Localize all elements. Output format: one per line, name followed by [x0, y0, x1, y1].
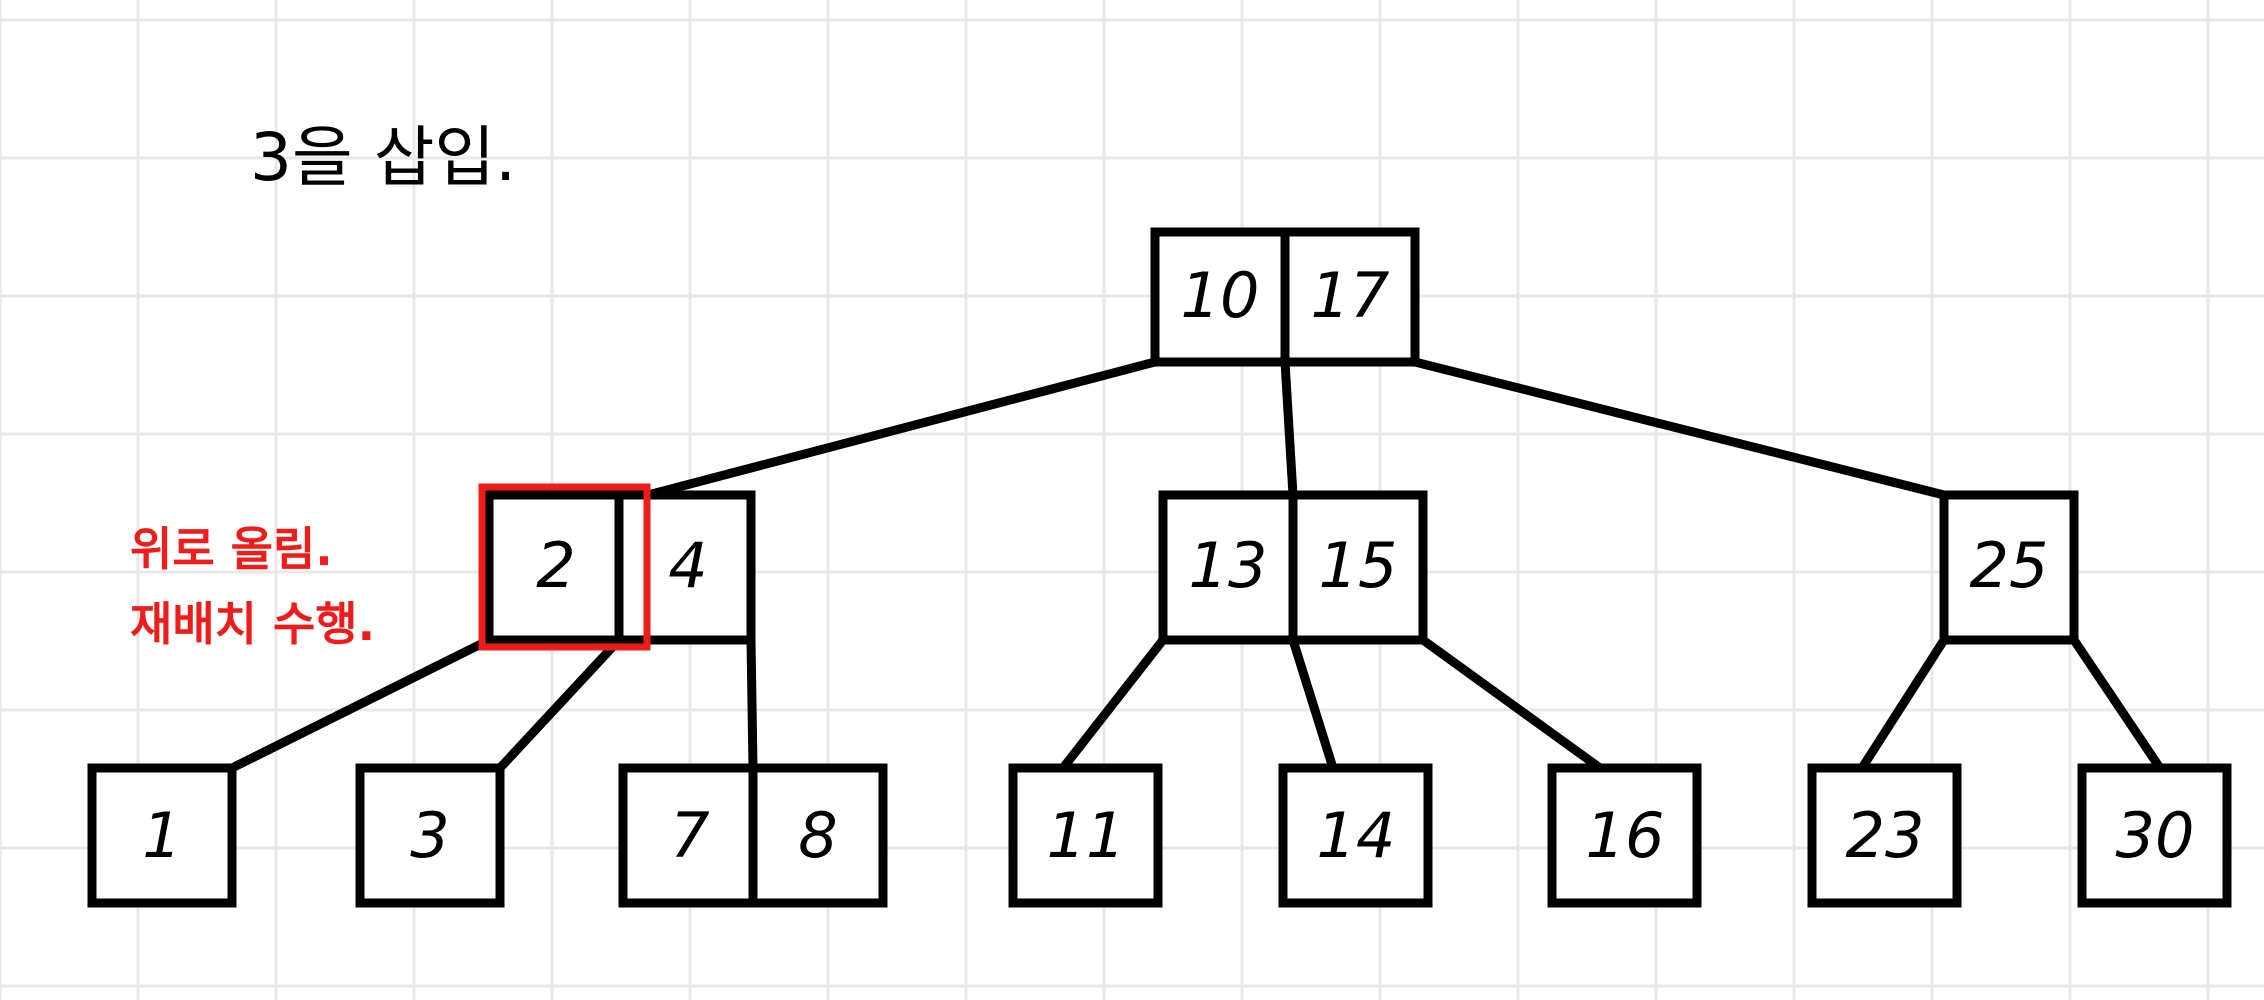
node-root-key-1: 17	[1311, 259, 1390, 332]
node-30-key-0: 30	[2116, 799, 2195, 872]
node-2-4-key-1: 4	[668, 529, 707, 602]
node-25-key-0: 25	[1970, 529, 2049, 602]
node-13-15-key-1: 15	[1319, 529, 1398, 602]
node-3-key-0: 3	[410, 799, 449, 872]
annotation-line-2: 재배치 수행.	[130, 597, 375, 651]
node-1-key-0: 1	[142, 799, 181, 872]
node-11[interactable]: 11	[1008, 763, 1163, 908]
node-11-key-0: 11	[1047, 799, 1126, 872]
node-23-box	[1807, 763, 1962, 908]
node-16[interactable]: 16	[1547, 763, 1702, 908]
edge-node-25-to-leaf-23	[1858, 637, 1948, 771]
node-16-box	[1547, 763, 1702, 908]
node-13-15-key-0: 13	[1189, 529, 1268, 602]
edges-group	[229, 357, 2164, 773]
edge-node-13-15-to-leaf-16	[1420, 636, 1603, 772]
node-14[interactable]: 14	[1278, 763, 1433, 908]
edge-node-2-4-to-leaf-1	[229, 635, 492, 773]
node-2-4[interactable]: 2 4	[484, 490, 756, 645]
node-25[interactable]: 25	[1939, 490, 2079, 645]
node-3-box	[355, 763, 505, 908]
edge-node-25-to-leaf-30	[2070, 637, 2164, 771]
edge-node-13-15-to-leaf-14	[1288, 638, 1338, 770]
edge-root-to-node-13-15	[1280, 361, 1298, 496]
node-23[interactable]: 23	[1807, 763, 1962, 908]
edge-root-to-node-25	[1413, 357, 1946, 500]
node-1-box	[87, 763, 237, 908]
node-root[interactable]: 10 17	[1150, 227, 1420, 367]
edge-node-2-4-to-leaf-3	[496, 636, 623, 772]
node-7-8-key-0: 7	[670, 799, 709, 872]
annotation-line-1: 위로 올림.	[130, 522, 333, 576]
node-25-box	[1939, 490, 2079, 645]
edge-node-2-4-to-leaf-7-8	[746, 639, 758, 769]
node-11-box	[1008, 763, 1163, 908]
node-30-box	[2077, 763, 2232, 908]
highlight-rect-key-2	[478, 483, 651, 651]
node-14-box	[1278, 763, 1433, 908]
edge-root-to-node-2-4	[646, 357, 1157, 500]
node-root-key-0: 10	[1181, 259, 1260, 332]
page-title: 3을 삽입.	[250, 119, 516, 196]
node-14-key-0: 14	[1317, 799, 1396, 872]
node-3[interactable]: 3	[355, 763, 505, 908]
node-7-8-key-1: 8	[798, 799, 837, 872]
edge-node-13-15-to-leaf-11	[1059, 637, 1167, 771]
node-7-8[interactable]: 7 8	[618, 763, 888, 908]
node-13-15[interactable]: 13 15	[1158, 490, 1428, 645]
node-2-4-key-0: 2	[536, 529, 575, 602]
node-23-key-0: 23	[1846, 799, 1925, 872]
node-30[interactable]: 30	[2077, 763, 2232, 908]
node-1[interactable]: 1	[87, 763, 237, 908]
node-16-key-0: 16	[1586, 799, 1665, 872]
